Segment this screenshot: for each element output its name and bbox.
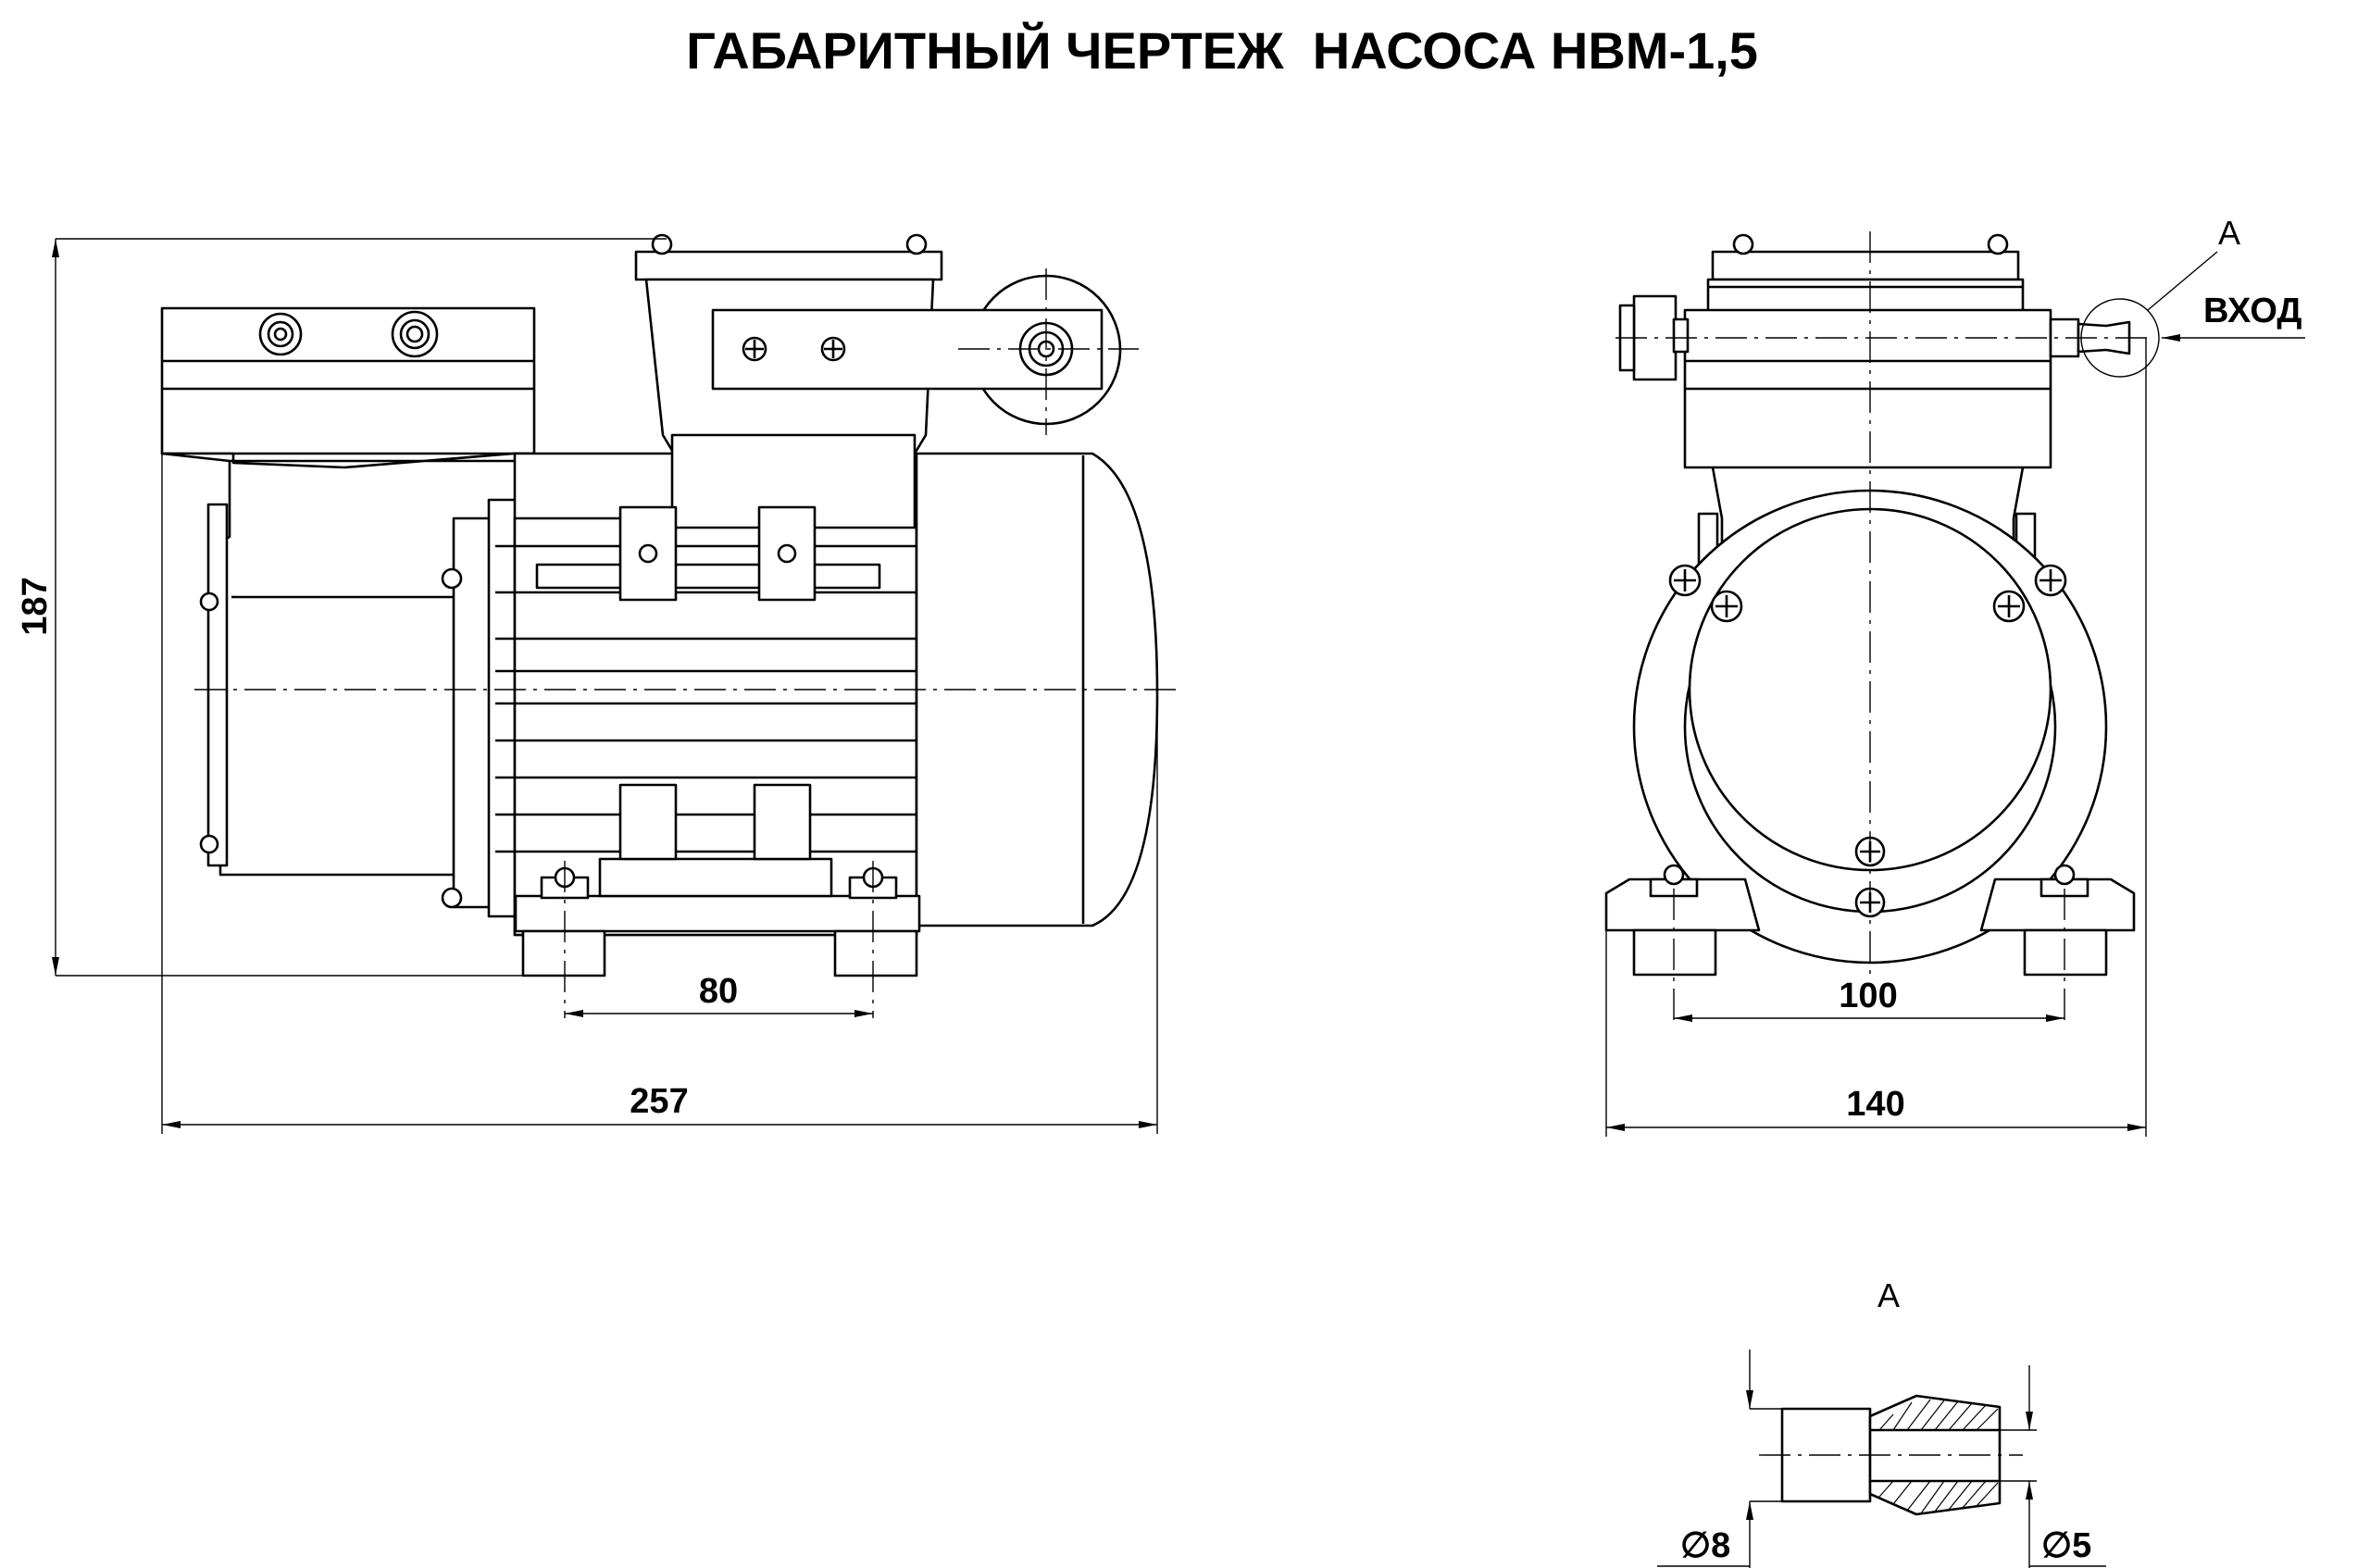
section-a-marker: А (2147, 214, 2240, 311)
hatch-bottom (1878, 1480, 1999, 1514)
pump-head (160, 306, 536, 469)
length-dim-label: 257 (630, 1082, 688, 1121)
detail-a: А (1657, 1276, 2106, 1568)
length-dimension: 257 (161, 454, 1158, 1134)
height-dim-label: 187 (16, 577, 55, 635)
outer-diameter-label: ∅8 (1680, 1526, 1730, 1565)
screw-icon (1668, 564, 1702, 597)
screw-icon (742, 336, 767, 362)
height-dimension: 187 (16, 238, 667, 977)
motor-feet (1604, 864, 2136, 977)
width-dim-label: 140 (1846, 1085, 1904, 1124)
mount-dimension-side: 80 (565, 972, 873, 1017)
screw-icon (820, 336, 846, 362)
section-a-label: А (2218, 214, 2240, 252)
drawing-title: ГАБАРИТНЫЙ ЧЕРТЕЖ НАСОСА НВМ-1,5 (686, 21, 1758, 80)
mount-dim-front-label: 100 (1839, 977, 1897, 1015)
inlet-indicator: ВХОД (2162, 292, 2305, 342)
fitting-right-icon (391, 310, 439, 358)
screw-icon (2034, 564, 2067, 597)
screw-icon (1710, 590, 1743, 623)
front-view: А ВХОД 100 140 (1604, 214, 2305, 1137)
capacitor-bracket (711, 268, 1139, 435)
inner-diameter-label: ∅5 (2041, 1526, 2091, 1565)
mount-dimension-front: 100 (1674, 977, 2064, 1022)
outer-diameter-dimension: ∅8 (1657, 1350, 1782, 1568)
inner-diameter-dimension: ∅5 (2000, 1365, 2106, 1568)
hatch-top (1878, 1399, 1999, 1431)
detail-a-label: А (1877, 1276, 1900, 1314)
motor-base (514, 783, 921, 977)
side-view: 187 80 257 (16, 233, 1176, 1134)
width-dimension: 140 (1605, 338, 2147, 1137)
screw-icon (1992, 590, 2026, 623)
fitting-left-icon (258, 312, 303, 356)
mount-dim-side-label: 80 (699, 972, 738, 1011)
inlet-label: ВХОД (2203, 292, 2302, 330)
motor-flange (441, 498, 518, 918)
inlet-fitting (2049, 298, 2160, 378)
mounting-bracket (199, 461, 509, 877)
